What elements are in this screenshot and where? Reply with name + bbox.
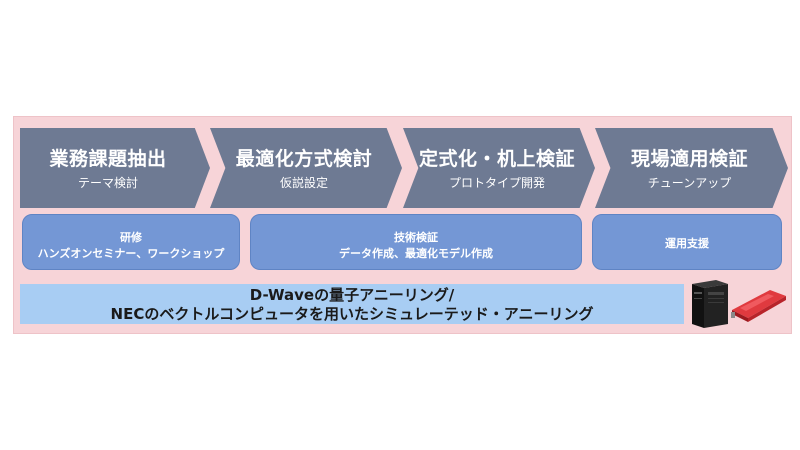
support-tech-verification: 技術検証 データ作成、最適化モデル作成 — [250, 214, 582, 270]
step-title: 現場適用検証 — [630, 148, 748, 170]
step-subtitle: テーマ検討 — [77, 176, 138, 190]
support-operation: 運用支援 — [592, 214, 782, 270]
step-subtitle: チューンアップ — [647, 176, 732, 190]
step-subtitle: プロトタイプ開発 — [448, 176, 545, 190]
step-subtitle: 仮説設定 — [279, 176, 328, 190]
support-title: 研修 — [120, 231, 142, 244]
platform-line-2: NECのベクトルコンピュータを用いたシミュレーテッド・アニーリング — [110, 305, 594, 323]
step-chevron-4: 現場適用検証 チューンアップ — [595, 128, 788, 208]
step-chevron-2: 最適化方式検討 仮説設定 — [210, 128, 402, 208]
step-title: 定式化・机上検証 — [418, 148, 575, 170]
step-chevron-1: 業務課題抽出 テーマ検討 — [20, 128, 210, 208]
support-training: 研修 ハンズオンセミナー、ワークショップ — [22, 214, 240, 270]
step-title: 最適化方式検討 — [235, 148, 373, 170]
platform-band: D-Waveの量子アニーリング/ NECのベクトルコンピュータを用いたシミュレー… — [20, 284, 684, 324]
support-detail: ハンズオンセミナー、ワークショップ — [37, 247, 225, 260]
support-title: 技術検証 — [394, 231, 438, 244]
platform-line-1: D-Waveの量子アニーリング/ — [249, 286, 455, 304]
support-title: 運用支援 — [665, 237, 709, 250]
step-chevron-3: 定式化・机上検証 プロトタイプ開発 — [403, 128, 595, 208]
support-detail: データ作成、最適化モデル作成 — [339, 247, 493, 260]
vector-engine-card-icon — [730, 284, 788, 326]
step-title: 業務課題抽出 — [49, 148, 167, 170]
server-tower-icon — [686, 278, 732, 330]
